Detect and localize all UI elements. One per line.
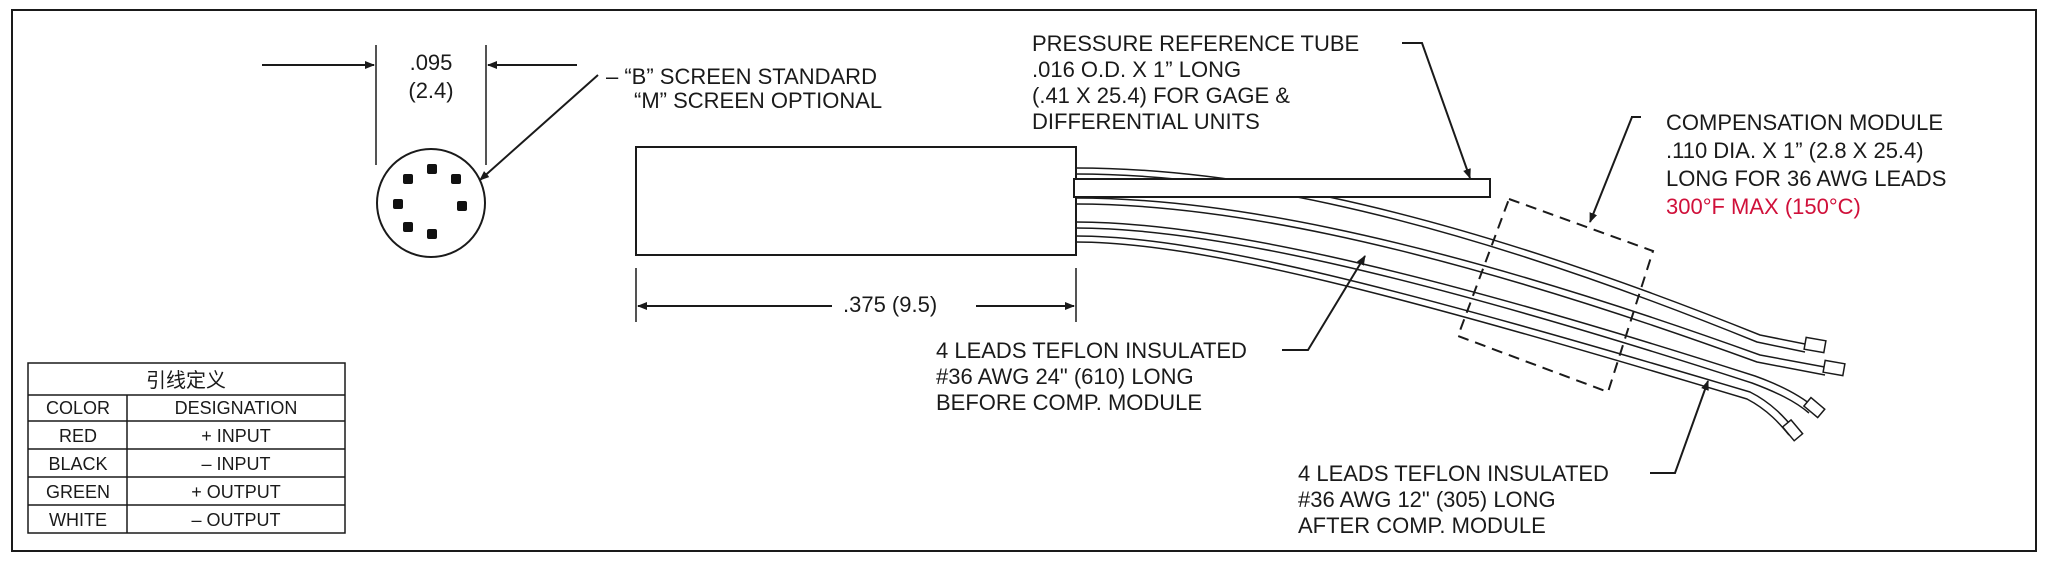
leads-after-leader xyxy=(1650,380,1709,474)
pressure-tube-line-2: .016 O.D. X 1” LONG xyxy=(1032,57,1241,82)
drawing-frame xyxy=(11,9,2037,552)
screen-hole xyxy=(393,199,403,209)
pressure-reference-tube xyxy=(1073,178,1491,198)
leads-after-line-3: AFTER COMP. MODULE xyxy=(1298,513,1546,538)
end-view-dimension-mm: (2.4) xyxy=(408,78,453,103)
leads-after-line-1: 4 LEADS TEFLON INSULATED xyxy=(1298,461,1609,486)
screen-hole xyxy=(427,164,437,174)
compensation-module-leader xyxy=(1589,116,1633,223)
pressure-tube-line-1: PRESSURE REFERENCE TUBE xyxy=(1032,31,1359,56)
table-header-color: COLOR xyxy=(46,398,110,418)
table-cell-color: BLACK xyxy=(48,454,107,474)
end-view: .095 (2.4) – “B” SCREEN STANDARD “M” SCR… xyxy=(262,45,882,258)
screen-optional-label: “M” SCREEN OPTIONAL xyxy=(634,88,882,113)
screen-hole xyxy=(451,174,461,184)
lead-wire-2 xyxy=(1075,197,1846,377)
table-cell-color: RED xyxy=(59,426,97,446)
end-view-dimension-inch: .095 xyxy=(410,50,453,75)
side-view: .375 (9.5) PRESSURE REFERENCE TUBE .016 … xyxy=(635,31,1946,538)
screen-hole xyxy=(427,229,437,239)
pressure-tube-leader xyxy=(1402,42,1471,179)
leads-after-line-2: #36 AWG 12" (305) LONG xyxy=(1298,487,1556,512)
table-cell-designation: + INPUT xyxy=(201,426,271,446)
sensor-body xyxy=(635,146,1077,256)
screen-standard-label: – “B” SCREEN STANDARD xyxy=(606,64,877,89)
leads-before-line-1: 4 LEADS TEFLON INSULATED xyxy=(936,338,1247,363)
leads-before-line-2: #36 AWG 24" (610) LONG xyxy=(936,364,1194,389)
table-cell-designation: – OUTPUT xyxy=(191,510,280,530)
screen-hole xyxy=(457,201,467,211)
lead-wire-3 xyxy=(1075,221,1826,419)
screen-hole xyxy=(403,174,413,184)
leads-before-leader xyxy=(1282,255,1366,351)
compensation-module-line-3: LONG FOR 36 AWG LEADS xyxy=(1666,166,1946,191)
screen-hole xyxy=(403,222,413,232)
table-cell-color: WHITE xyxy=(49,510,107,530)
table-title: 引线定义 xyxy=(146,369,226,392)
lead-wire-1 xyxy=(1075,167,1827,354)
compensation-module-line-1: COMPENSATION MODULE xyxy=(1666,110,1943,135)
pressure-tube-line-4: DIFFERENTIAL UNITS xyxy=(1032,109,1260,134)
table-cell-designation: – INPUT xyxy=(201,454,270,474)
leads-before-line-3: BEFORE COMP. MODULE xyxy=(936,390,1202,415)
table-cell-color: GREEN xyxy=(46,482,110,502)
compensation-module-outline xyxy=(1456,197,1655,394)
compensation-module-line-2: .110 DIA. X 1” (2.8 X 25.4) xyxy=(1666,138,1924,163)
table-cell-designation: + OUTPUT xyxy=(191,482,281,502)
wire-definition-table: 引线定义 COLOR DESIGNATION RED + INPUT BLACK… xyxy=(27,362,346,534)
body-length-label: .375 (9.5) xyxy=(843,292,937,317)
pressure-tube-line-3: (.41 X 25.4) FOR GAGE & xyxy=(1032,83,1290,108)
table-header-designation: DESIGNATION xyxy=(175,398,298,418)
screen-leader-arrow xyxy=(479,74,599,181)
compensation-max-temp: 300°F MAX (150°C) xyxy=(1666,194,1861,219)
lead-wire-4 xyxy=(1075,235,1804,442)
